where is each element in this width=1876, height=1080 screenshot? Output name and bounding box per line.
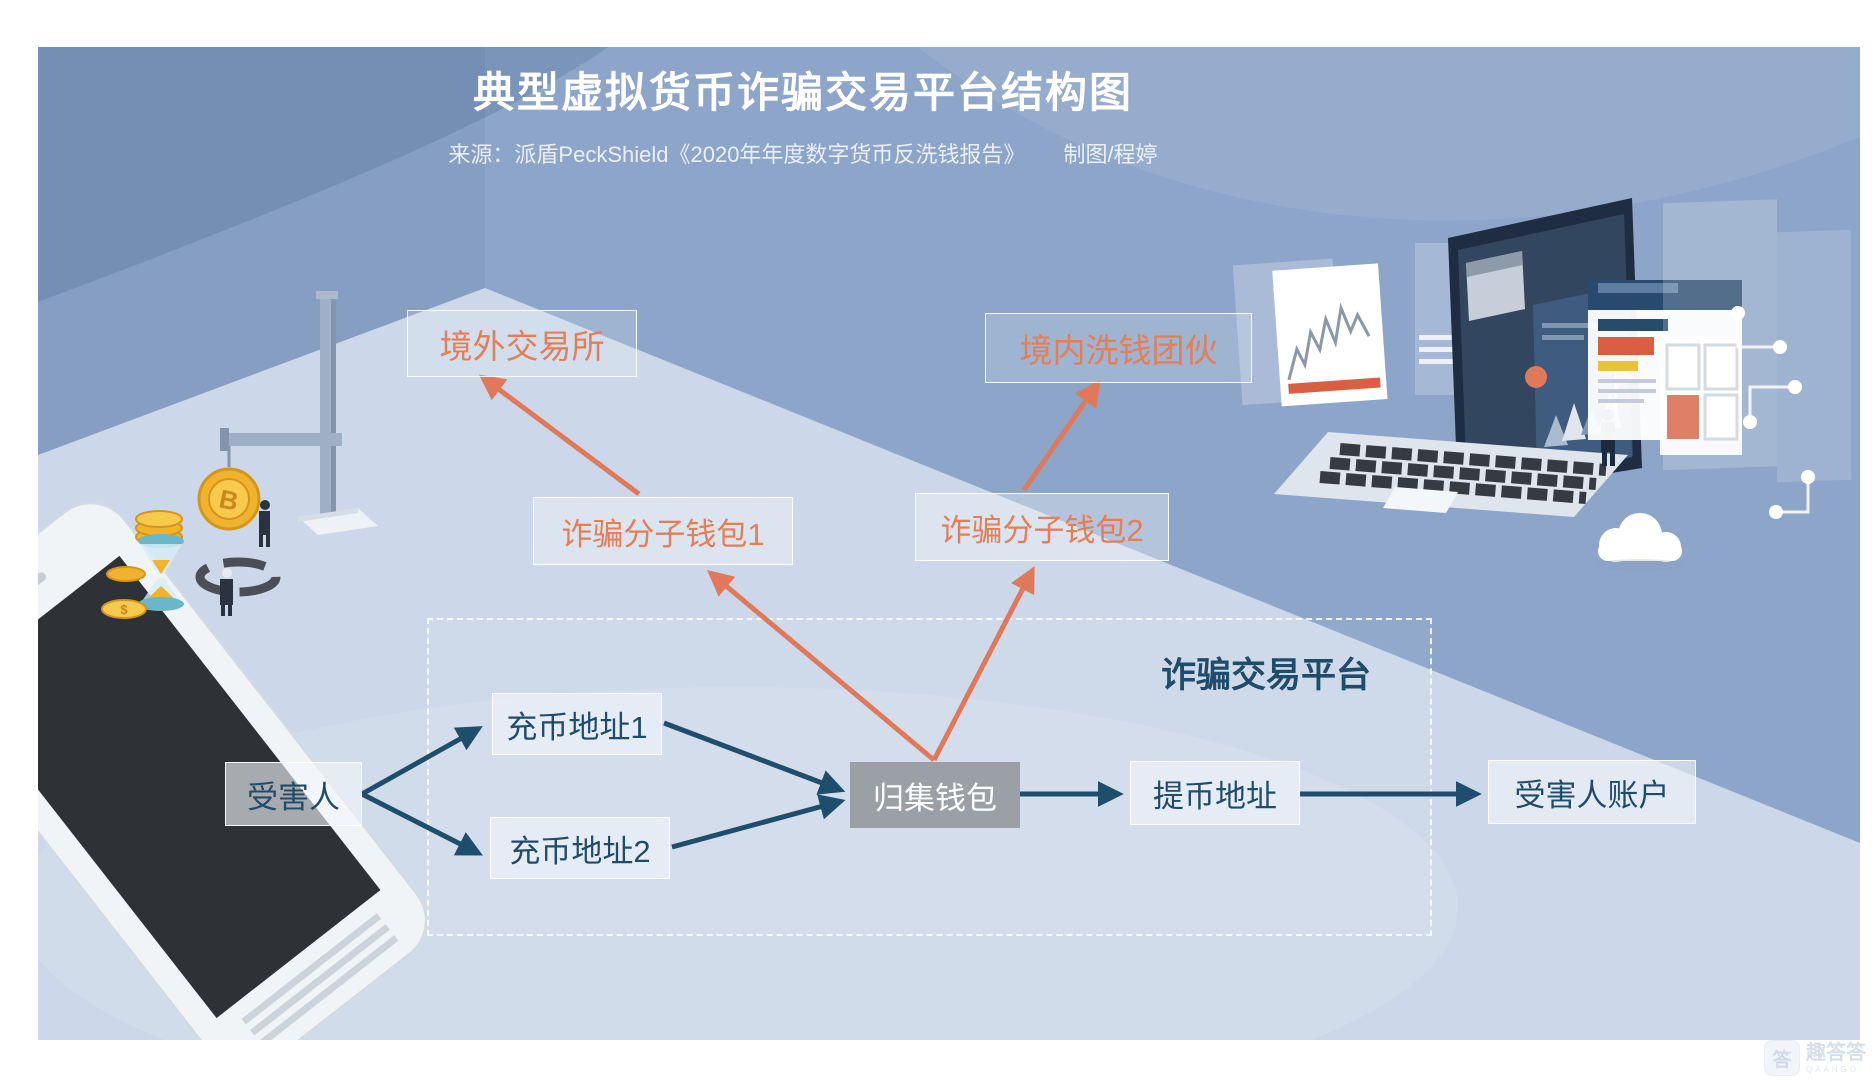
flag-figure-icon	[1601, 369, 1640, 466]
ghost-panel-2	[1777, 229, 1851, 483]
source-line: 来源：派盾PeckShield《2020年年度数字货币反洗钱报告》 制图/程婷	[368, 137, 1238, 169]
diagram-canvas: B	[38, 47, 1860, 1040]
watermark-brand: 趣答答	[1806, 1041, 1866, 1064]
arrow-wallet2-to-laundering	[1021, 379, 1101, 492]
ghost-panel-1	[1663, 199, 1777, 471]
laptop-screen	[1448, 198, 1642, 498]
grid-card	[1660, 337, 1742, 455]
ghost-lines-panel	[1415, 243, 1501, 395]
node-victim-account: 受害人账户	[1488, 760, 1696, 824]
browser-window-card	[1588, 280, 1742, 440]
circuit-nodes-icon	[1731, 306, 1815, 519]
stock-chart-card	[1232, 258, 1388, 407]
node-overseas-exchange: 境外交易所	[407, 310, 637, 377]
platform-label: 诈骗交易平台	[1160, 656, 1371, 695]
cloud-icon	[1596, 513, 1684, 571]
node-deposit-address-1: 充币地址1	[492, 693, 662, 755]
crane-icon	[220, 291, 378, 535]
watermark-tagline: QAANGO	[1806, 1064, 1860, 1074]
node-scammer-wallet-2: 诈骗分子钱包2	[915, 493, 1169, 561]
node-collection-wallet: 归集钱包	[850, 762, 1020, 828]
credit-text: 制图/程婷	[1063, 142, 1158, 167]
coin-stack-icon	[135, 510, 183, 546]
source-text: 来源：派盾PeckShield《2020年年度数字货币反洗钱报告》	[448, 142, 1026, 167]
svg-text:B: B	[216, 483, 241, 516]
tiny-figure-2-icon	[220, 568, 233, 616]
tiny-figure-icon	[259, 500, 270, 547]
node-domestic-laundering: 境内洗钱团伙	[985, 313, 1252, 383]
loading-ring-icon	[195, 557, 281, 597]
watermark-icon: 答	[1764, 1040, 1800, 1076]
bitcoin-coin-icon: B	[197, 467, 261, 531]
laptop-illustration	[1232, 198, 1851, 571]
hourglass-icon	[138, 534, 184, 611]
phone-illustration: B	[38, 291, 427, 1040]
laptop-keyboard	[1274, 432, 1628, 517]
coins-icon: $	[101, 566, 147, 619]
watermark-logo: 答 趣答答 QAANGO	[1764, 1040, 1866, 1076]
node-deposit-address-2: 充币地址2	[490, 817, 670, 879]
node-withdrawal-address: 提币地址	[1130, 761, 1300, 825]
node-victim: 受害人	[225, 762, 362, 826]
page-title: 典型虚拟货币诈骗交易平台结构图	[472, 69, 1133, 116]
node-scammer-wallet-1: 诈骗分子钱包1	[533, 497, 793, 565]
svg-text:$: $	[120, 602, 128, 617]
arrow-wallet1-to-overseas	[478, 374, 641, 497]
